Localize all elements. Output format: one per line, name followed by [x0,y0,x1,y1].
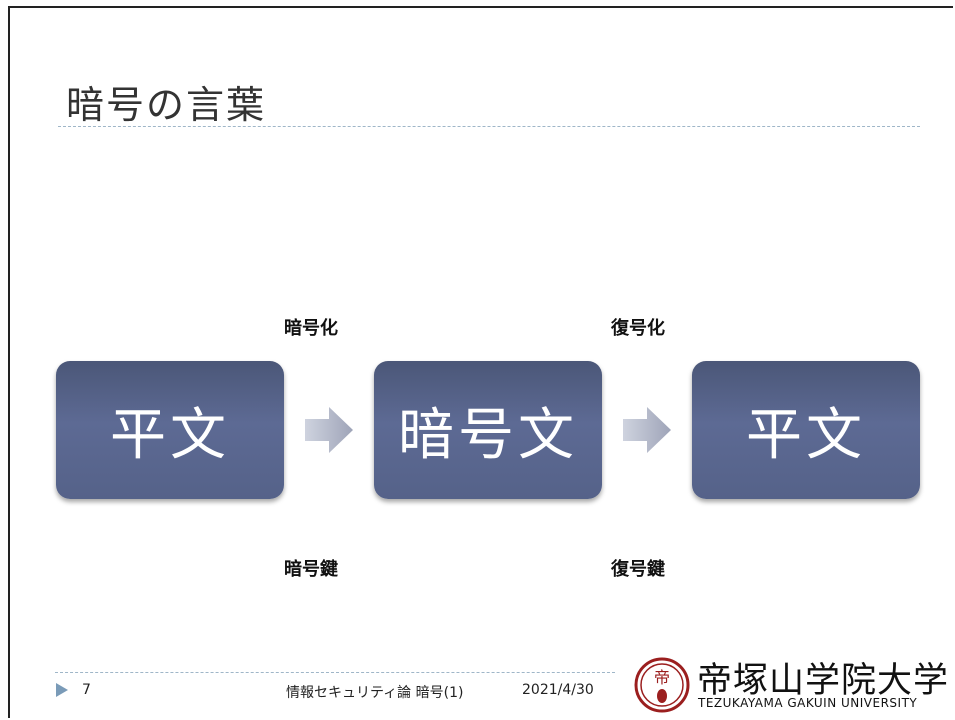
footer-divider [55,672,615,673]
footer-triangle-icon [56,683,68,697]
encryption-key-label: 暗号鍵 [284,559,338,580]
footer-date: 2021/4/30 [522,682,594,698]
university-name: 帝塚山学院大学 [697,661,950,701]
ciphertext-box: 暗号文 [374,361,602,499]
arrow-right-icon [623,407,671,453]
page-number: 7 [82,682,91,698]
university-emblem-icon: 帝 [634,657,690,713]
decryption-key-label: 復号鍵 [611,559,665,580]
plaintext-result-box: 平文 [692,361,920,499]
encrypt-process-label: 暗号化 [284,318,338,339]
ciphertext-box-label: 暗号文 [398,402,578,468]
plaintext-result-box-label: 平文 [746,402,866,468]
title-divider [58,126,920,127]
footer-course-title: 情報セキュリティ論 暗号(1) [286,685,464,701]
plaintext-box: 平文 [56,361,284,499]
slide-frame [8,6,953,718]
decrypt-process-label: 復号化 [611,318,665,339]
emblem-glyph: 帝 [654,668,670,687]
slide-title: 暗号の言葉 [66,83,267,127]
university-name-english: TEZUKAYAMA GAKUIN UNIVERSITY [698,696,918,710]
plaintext-box-label: 平文 [110,402,230,468]
arrow-right-icon [305,407,353,453]
